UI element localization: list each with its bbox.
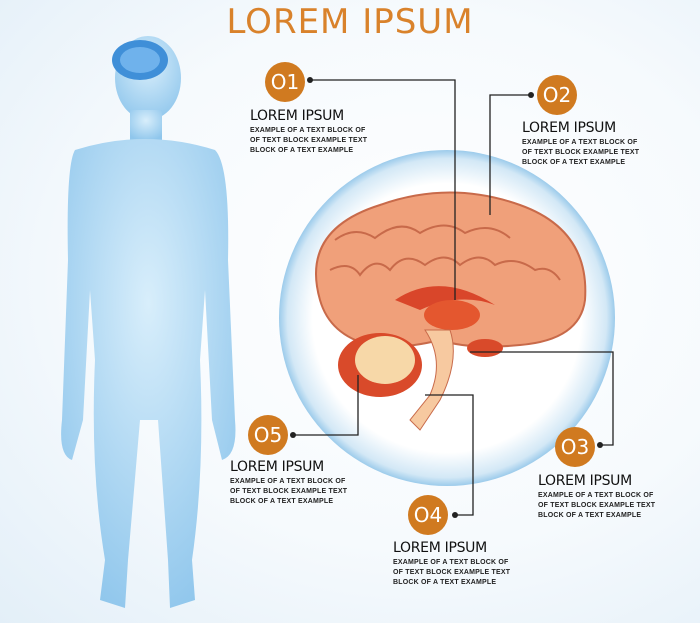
callout-text: OF TEXT BLOCK EXAMPLE TEXT (522, 149, 640, 156)
callout-text: EXAMPLE OF A TEXT BLOCK OF (250, 127, 366, 134)
callout-1: LOREM IPSUM EXAMPLE OF A TEXT BLOCK OF OF… (250, 108, 400, 156)
callout-text: BLOCK OF A TEXT EXAMPLE (522, 159, 626, 166)
brain-cross-section (315, 191, 587, 431)
callout-text: EXAMPLE OF A TEXT BLOCK OF (393, 559, 509, 566)
head-brain-icon (112, 40, 168, 80)
callout-number-5: O5 (248, 415, 288, 455)
callout-text: BLOCK OF A TEXT EXAMPLE (393, 579, 497, 586)
callout-text: EXAMPLE OF A TEXT BLOCK OF (522, 139, 638, 146)
callout-heading: LOREM IPSUM (230, 459, 324, 475)
callout-text: BLOCK OF A TEXT EXAMPLE (250, 147, 354, 154)
callout-5: LOREM IPSUM EXAMPLE OF A TEXT BLOCK OF OF… (230, 459, 380, 507)
human-body-silhouette (61, 36, 236, 608)
callout-number-4: O4 (408, 495, 448, 535)
callout-number-1: O1 (265, 62, 305, 102)
callout-text: EXAMPLE OF A TEXT BLOCK OF (230, 478, 346, 485)
callout-text: OF TEXT BLOCK EXAMPLE TEXT (393, 569, 511, 576)
connector-dots (290, 77, 603, 518)
callout-4: LOREM IPSUM EXAMPLE OF A TEXT BLOCK OF OF… (393, 540, 543, 588)
callout-2: LOREM IPSUM EXAMPLE OF A TEXT BLOCK OF OF… (522, 120, 672, 168)
connector-lines (293, 79, 614, 516)
callout-text: OF TEXT BLOCK EXAMPLE TEXT (538, 502, 656, 509)
callout-3: LOREM IPSUM EXAMPLE OF A TEXT BLOCK OF OF… (538, 473, 688, 521)
callout-heading: LOREM IPSUM (393, 540, 487, 556)
callout-number-3: O3 (555, 427, 595, 467)
callout-text: OF TEXT BLOCK EXAMPLE TEXT (250, 137, 368, 144)
callout-heading: LOREM IPSUM (538, 473, 632, 489)
callout-text: OF TEXT BLOCK EXAMPLE TEXT (230, 488, 348, 495)
callout-heading: LOREM IPSUM (522, 120, 616, 136)
callout-text: BLOCK OF A TEXT EXAMPLE (538, 512, 642, 519)
callout-text: EXAMPLE OF A TEXT BLOCK OF (538, 492, 654, 499)
callout-number-2: O2 (537, 75, 577, 115)
callout-heading: LOREM IPSUM (250, 108, 344, 124)
page-title: LOREM IPSUM (226, 2, 474, 42)
callout-text: BLOCK OF A TEXT EXAMPLE (230, 498, 334, 505)
